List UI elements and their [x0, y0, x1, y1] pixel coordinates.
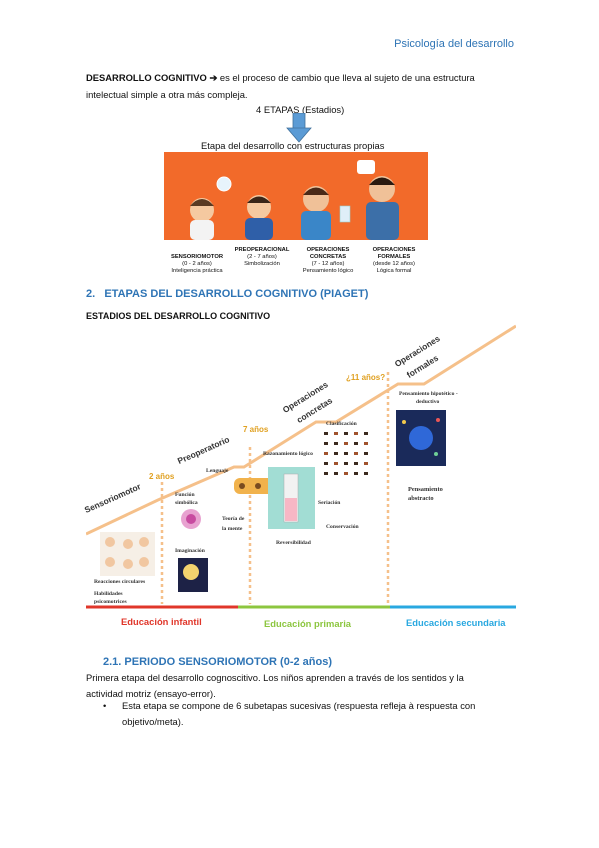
bullet-dot: • [103, 700, 107, 711]
stages-note: 4 ETAPAS (Estadios) [256, 104, 345, 115]
stage-age: (2 - 7 años) [247, 254, 277, 260]
stages-banner-image: SENSORIOMOTOR (0 - 2 años) Inteligencia … [164, 152, 428, 278]
label-reversibilidad: Reversibilidad [276, 540, 311, 546]
stage-age: (7 - 12 años) [311, 261, 345, 267]
age-11: ¿11 años? [346, 373, 386, 382]
stage-name-2: CONCRETAS [309, 254, 347, 260]
edu-primaria: Educación primaria [264, 618, 352, 629]
section-21-line2: actividad motriz (ensayo-error). [86, 688, 216, 699]
label-mente: la mente [222, 526, 243, 532]
stage-age: (0 - 2 años) [182, 261, 212, 267]
banner-stage-2: PREOPERACIONAL (2 - 7 años) Simbolizació… [231, 247, 293, 268]
label-lenguaje: Lenguaje [206, 468, 229, 474]
stages-stair-diagram [86, 324, 516, 609]
label-teoria: Teoría de [222, 516, 245, 522]
label-funcion: Función [175, 492, 195, 498]
stage-age: (desde 12 años) [373, 261, 415, 267]
stage-desc: Inteligencia práctica [171, 268, 223, 274]
age-2: 2 años [149, 472, 175, 481]
label-conservacion: Conservación [326, 524, 359, 530]
stage-name: PREOPERACIONAL [234, 247, 290, 253]
edu-secundaria: Educación secundaria [406, 617, 506, 628]
stage-desc: Simbolización [244, 261, 280, 267]
label-deductivo: deductivo [416, 399, 440, 405]
label-hipotetico: Pensamiento hipotético - [399, 391, 458, 397]
section-21-title: 2.1. PERIODO SENSORIOMOTOR (0-2 años) [103, 656, 333, 668]
banner-stage-3: OPERACIONES CONCRETAS (7 - 12 años) Pens… [297, 247, 359, 275]
label-psicomotrices: psicomotrices [94, 599, 127, 605]
intro-line-1: DESARROLLO COGNITIVO ➔ es el proceso de … [86, 69, 475, 86]
section-2-subtitle: ESTADIOS DEL DESARROLLO COGNITIVO [86, 311, 271, 321]
stage-name: OPERACIONES [306, 247, 350, 253]
arrow-icon: ➔ [209, 72, 218, 83]
page-header: Psicología del desarrollo [394, 38, 514, 50]
label-habilidades: Habilidades [94, 591, 123, 597]
stage-name: SENSORIOMOTOR [170, 254, 224, 260]
label-imaginacion: Imaginación [175, 548, 205, 554]
down-arrow-icon [286, 113, 312, 143]
banner-stage-4: OPERACIONES FORMALES (desde 12 años) Lóg… [362, 247, 426, 275]
label-razonamiento: Razonamiento lógico [263, 451, 313, 457]
label-seriacion: Seriación [318, 500, 341, 506]
stages-desc: Etapa del desarrollo con estructuras pro… [201, 140, 385, 151]
bullet-line1: Esta etapa se compone de 6 subetapas suc… [122, 700, 476, 711]
stage-desc: Lógica formal [376, 268, 412, 274]
section-2-title: 2. ETAPAS DEL DESARROLLO COGNITIVO (PIAG… [86, 288, 369, 300]
kids-illustration [164, 152, 428, 278]
edu-infantil: Educación infantil [121, 616, 202, 627]
label-pensamiento: Pensamiento [408, 486, 443, 493]
label-simbolica: simbólica [175, 500, 198, 506]
bullet-line2: objetivo/meta). [122, 716, 184, 727]
label-reacciones: Reacciones circulares [94, 579, 146, 585]
stage-name-2: FORMALES [377, 254, 411, 260]
banner-stage-1: SENSORIOMOTOR (0 - 2 años) Inteligencia … [166, 254, 228, 275]
term-label: DESARROLLO COGNITIVO [86, 72, 207, 83]
stage-desc: Pensamiento lógico [302, 268, 354, 274]
age-7: 7 años [243, 425, 269, 434]
intro-line-2: intelectual simple a otra más compleja. [86, 89, 248, 100]
label-clasificacion: Clasificación [326, 421, 357, 427]
section-21-line1: Primera etapa del desarrollo cognoscitiv… [86, 672, 464, 683]
label-abstracto: abstracto [408, 495, 434, 502]
intro-text: es el proceso de cambio que lleva al suj… [219, 72, 475, 83]
stage-name: OPERACIONES [372, 247, 416, 253]
